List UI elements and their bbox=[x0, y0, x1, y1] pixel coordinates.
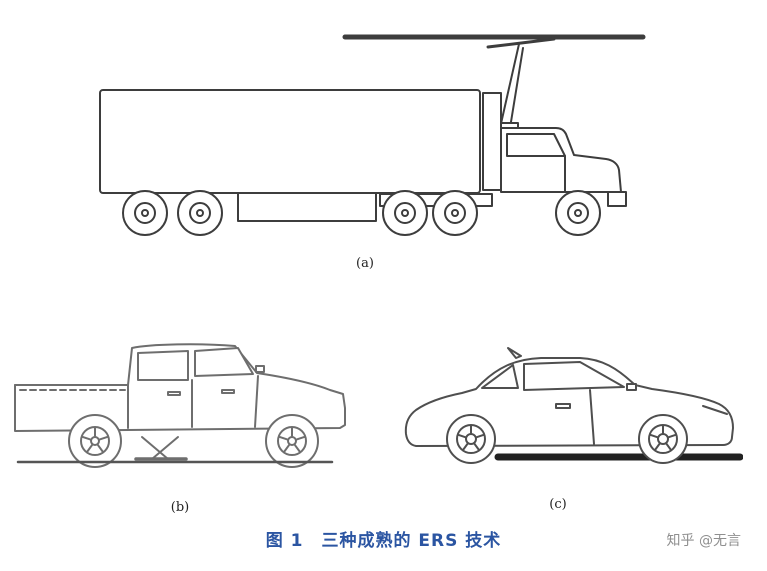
panel-b bbox=[10, 328, 355, 478]
side-mirror bbox=[626, 383, 637, 391]
side-mirror bbox=[255, 365, 265, 373]
panel-c-label: (c) bbox=[549, 497, 567, 512]
panel-a bbox=[60, 8, 660, 253]
car-illustration bbox=[404, 347, 743, 464]
pickup-truck-illustration bbox=[14, 343, 346, 468]
watermark: 知乎 @无言 bbox=[666, 533, 741, 549]
catenary-truck-illustration bbox=[99, 34, 646, 236]
ground-rail-pickup-arm bbox=[134, 436, 188, 461]
cab-mast bbox=[482, 92, 502, 191]
panel-b-label: (b) bbox=[170, 500, 190, 515]
headlight-line bbox=[702, 405, 728, 415]
figure-caption: 图 1 三种成熟的 ERS 技术 bbox=[265, 531, 502, 551]
panel-c bbox=[398, 338, 743, 473]
trailer-underbox bbox=[237, 192, 377, 222]
roof-antenna bbox=[507, 347, 522, 359]
panel-a-label: (a) bbox=[356, 256, 374, 271]
trailer-box bbox=[99, 89, 481, 194]
pickup-body bbox=[14, 343, 346, 432]
truck-cab bbox=[500, 127, 627, 207]
